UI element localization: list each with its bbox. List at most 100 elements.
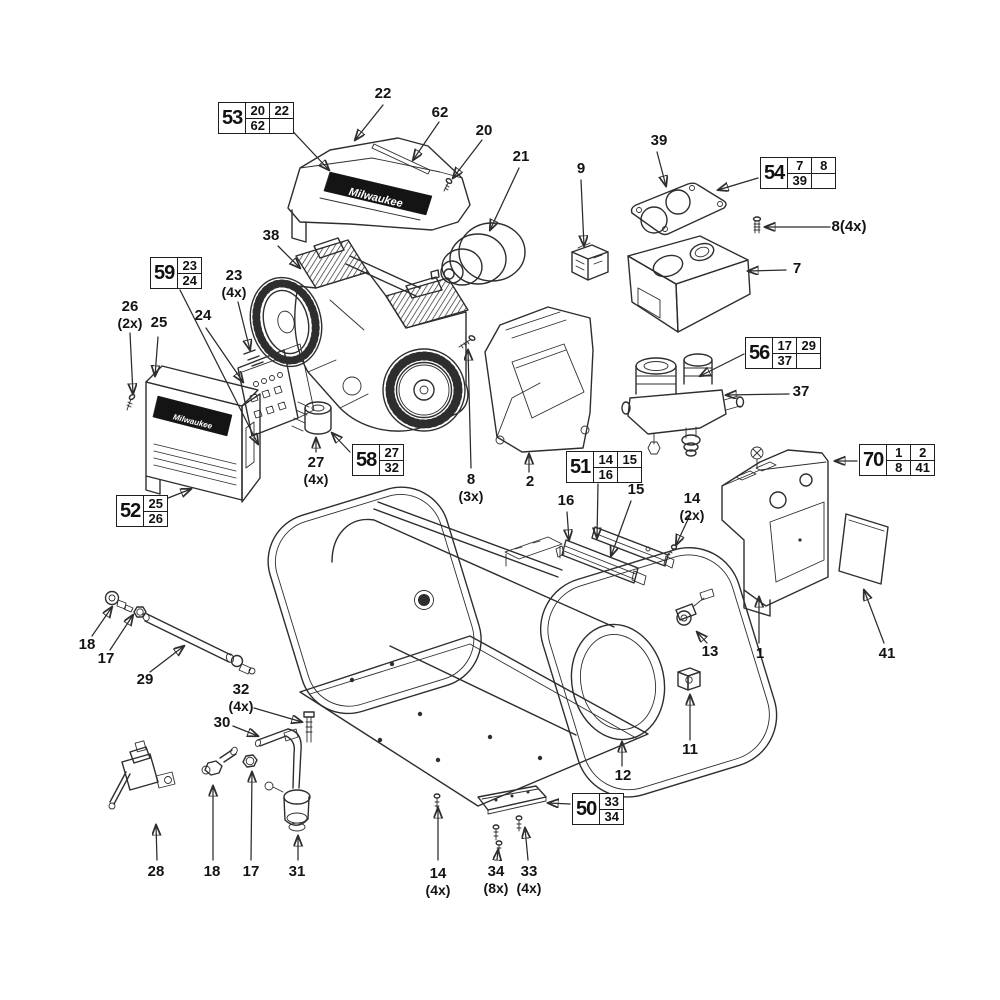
callout-box-70-cell: 8 <box>886 460 911 475</box>
part-label-2: 2 <box>525 473 535 490</box>
nut-part-11 <box>677 667 701 691</box>
pipe-part-30 <box>254 728 302 789</box>
callout-box-51-cell: 15 <box>617 452 641 467</box>
part-label-30: 30 <box>213 714 231 731</box>
part-label-7: 7 <box>792 260 802 277</box>
callout-box-54-cell: 39 <box>787 173 812 188</box>
screw-part-33 <box>515 815 523 832</box>
callout-box-70-cell: 2 <box>910 445 934 460</box>
part-label-22: 22 <box>374 85 392 102</box>
part-label-8-4x: 8(4x) <box>831 218 867 235</box>
part-label-21: 21 <box>512 148 530 165</box>
studs-part-23 <box>243 349 264 367</box>
callout-box-56-main: 56 <box>749 341 770 364</box>
pump-base-part-2 <box>484 306 594 453</box>
part-label-17-top: 17 <box>97 650 115 667</box>
callout-box-52-cell: 26 <box>143 511 168 526</box>
part-label-29: 29 <box>136 671 154 688</box>
callout-box-56: 56 17 29 37 <box>745 337 822 369</box>
callout-box-51-main: 51 <box>570 455 591 478</box>
callout-box-58-cell: 27 <box>379 445 403 460</box>
regulator-manifold-part-37 <box>621 353 745 457</box>
part-label-38: 38 <box>262 227 280 244</box>
rail-part-16 <box>555 539 647 586</box>
tube-part-29 <box>142 612 256 675</box>
callout-box-51: 51 14 15 16 <box>566 451 643 483</box>
screw-part-26 <box>126 393 136 411</box>
drain-valve-part-28 <box>108 740 176 810</box>
callout-box-54-main: 54 <box>764 161 785 184</box>
callout-box-53: 53 20 22 62 <box>218 102 295 134</box>
part-label-27: 27(4x) <box>303 454 329 488</box>
part-label-37: 37 <box>792 383 810 400</box>
part-label-26: 26(2x) <box>117 298 143 332</box>
callout-box-59-cell: 23 <box>177 258 201 273</box>
part-label-17-bottom: 17 <box>242 863 260 880</box>
part-label-25: 25 <box>150 314 168 331</box>
callout-box-50: 50 33 34 <box>572 793 625 825</box>
part-label-33-4x: 33(4x) <box>516 863 542 897</box>
decal-part-41 <box>838 513 889 585</box>
screw-part-20 <box>443 177 453 192</box>
part-label-18-bottom: 18 <box>203 863 221 880</box>
part-label-32: 32(4x) <box>228 681 254 715</box>
screws-part-34 <box>492 824 503 854</box>
callout-box-59-main: 59 <box>154 261 175 284</box>
callout-box-70: 70 1 2 8 41 <box>859 444 936 476</box>
callout-box-52-cell: 25 <box>143 496 167 511</box>
nut-part-17-bottom <box>242 754 258 768</box>
callout-box-58-main: 58 <box>356 448 377 471</box>
part-label-11: 11 <box>682 741 698 758</box>
part-label-8-3x: 8(3x) <box>458 471 484 505</box>
bolt-part-32 <box>303 711 315 743</box>
part-label-14-2x: 14(2x) <box>679 490 705 524</box>
part-label-41: 41 <box>878 645 896 662</box>
callout-box-50-cell: 33 <box>599 794 623 809</box>
part-label-24: 24 <box>194 307 212 324</box>
callout-box-52: 52 25 26 <box>116 495 169 527</box>
top-cover-part-22: Milwaukee <box>287 137 471 243</box>
callout-box-53-main: 53 <box>222 106 243 129</box>
callout-box-58-cell: 32 <box>379 460 404 475</box>
foot-part-33-34 <box>477 785 547 815</box>
part-label-15: 15 <box>627 481 645 498</box>
pressure-switch-part-9 <box>571 242 609 281</box>
valve-part-13 <box>675 588 715 626</box>
part-label-18-top: 18 <box>78 636 96 653</box>
part-label-20: 20 <box>475 122 493 139</box>
nut-part-17-top <box>133 606 147 618</box>
part-label-28: 28 <box>147 863 165 880</box>
callout-box-56-cell: 37 <box>772 353 797 368</box>
trim-strip-part-62 <box>371 143 431 175</box>
tank-frame-part-12 <box>267 486 778 807</box>
callout-box-54-cell <box>811 173 836 188</box>
callout-box-53-cell: 20 <box>245 103 269 118</box>
air-filter-part-21 <box>430 222 526 286</box>
callout-box-54-cell: 7 <box>787 158 811 173</box>
fitting-part-18-top <box>104 590 134 613</box>
leader-lines <box>91 104 885 860</box>
callout-box-51-cell: 14 <box>593 452 617 467</box>
side-shroud-part-25-26: Milwaukee <box>145 365 261 503</box>
console-cover-part-7 <box>627 235 751 333</box>
callout-box-54: 54 7 8 39 <box>760 157 837 189</box>
circuit-board-part-24 <box>237 343 315 437</box>
callout-box-52-main: 52 <box>120 499 141 522</box>
callout-box-70-cell: 41 <box>910 460 935 475</box>
check-valve-part-31 <box>264 781 311 832</box>
callout-box-70-main: 70 <box>863 448 884 471</box>
screw-part-8-mid <box>458 335 476 349</box>
part-label-23: 23(4x) <box>221 267 247 301</box>
part-label-14-4x: 14(4x) <box>425 865 451 899</box>
part-label-1: 1 <box>755 645 765 662</box>
elbow-part-18-bottom <box>201 746 238 776</box>
callout-box-50-main: 50 <box>576 797 597 820</box>
part-label-39: 39 <box>650 132 668 149</box>
part-label-34-8x: 34(8x) <box>483 863 509 897</box>
part-label-16: 16 <box>557 492 575 509</box>
callout-box-56-cell: 29 <box>796 338 820 353</box>
callout-box-56-cell <box>796 353 821 368</box>
spacer-part-27 <box>304 401 332 435</box>
